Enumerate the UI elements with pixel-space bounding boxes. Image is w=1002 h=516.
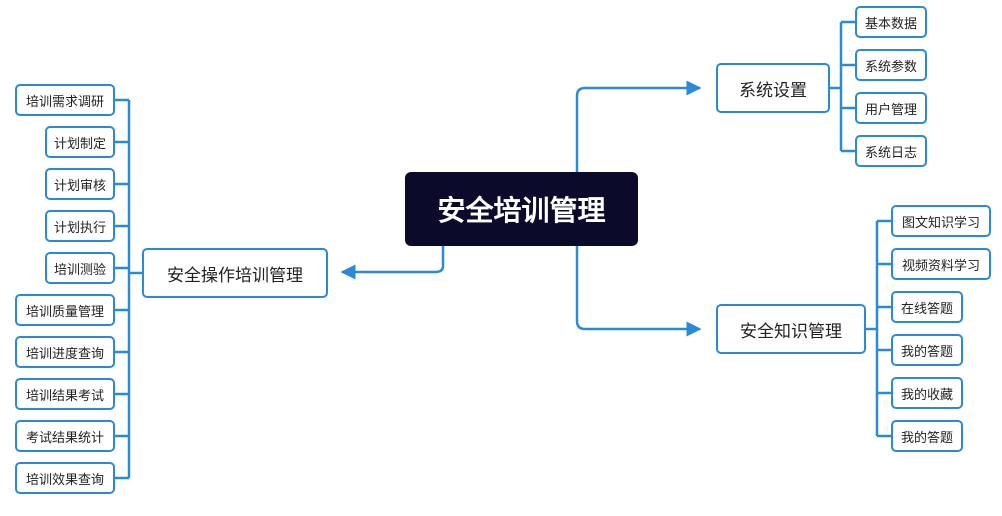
connector-root-b0 xyxy=(340,246,445,280)
branch-label: 系统设置 xyxy=(739,80,807,101)
leaf-node[interactable]: 培训效果查询 xyxy=(15,462,115,494)
leaf-node[interactable]: 我的答题 xyxy=(891,334,963,366)
leaf-node[interactable]: 培训结果考试 xyxy=(15,378,115,410)
branch-label: 安全知识管理 xyxy=(740,321,842,342)
branch-system-settings[interactable]: 系统设置 xyxy=(716,63,830,113)
leaf-node[interactable]: 系统参数 xyxy=(855,49,927,81)
leaf-label: 培训质量管理 xyxy=(25,304,104,320)
root-node[interactable]: 安全培训管理 xyxy=(405,172,638,246)
leaf-node[interactable]: 计划执行 xyxy=(45,210,115,242)
leaf-label: 系统参数 xyxy=(864,59,917,75)
leaf-label: 计划审核 xyxy=(53,178,106,194)
branch-safety-operation-training[interactable]: 安全操作培训管理 xyxy=(142,248,328,298)
leaf-label: 在线答题 xyxy=(900,301,953,317)
leaf-label: 计划执行 xyxy=(53,220,106,236)
leaf-label: 计划制定 xyxy=(53,136,106,152)
branch-label: 安全操作培训管理 xyxy=(167,265,303,286)
leaf-node[interactable]: 我的收藏 xyxy=(891,377,963,409)
leaf-label: 培训结果考试 xyxy=(25,388,104,404)
leaf-node[interactable]: 培训质量管理 xyxy=(15,294,115,326)
leaf-node[interactable]: 计划制定 xyxy=(45,126,115,158)
leaf-label: 图文知识学习 xyxy=(901,215,980,231)
leaf-node[interactable]: 计划审核 xyxy=(45,168,115,200)
root-label: 安全培训管理 xyxy=(437,194,606,227)
leaf-node[interactable]: 用户管理 xyxy=(855,92,927,124)
leaf-node[interactable]: 我的答题 xyxy=(891,420,963,452)
leaf-label: 培训需求调研 xyxy=(25,94,104,110)
leaf-node[interactable]: 培训需求调研 xyxy=(15,84,115,116)
leaf-node[interactable]: 培训进度查询 xyxy=(15,336,115,368)
leaf-label: 我的答题 xyxy=(900,344,953,360)
leaf-label: 培训效果查询 xyxy=(25,472,104,488)
leaf-label: 用户管理 xyxy=(864,102,917,118)
connector-root-b2 xyxy=(575,246,702,337)
leaf-node[interactable]: 在线答题 xyxy=(891,291,963,323)
leaf-label: 培训测验 xyxy=(53,262,106,278)
leaf-label: 基本数据 xyxy=(864,16,917,32)
leaf-label: 考试结果统计 xyxy=(25,430,104,446)
leaf-label: 系统日志 xyxy=(864,145,917,161)
leaf-label: 培训进度查询 xyxy=(25,346,104,362)
leaf-node[interactable]: 培训测验 xyxy=(45,252,115,284)
leaf-label: 我的收藏 xyxy=(900,387,953,403)
leaf-label: 视频资料学习 xyxy=(901,258,980,274)
leaf-node[interactable]: 系统日志 xyxy=(855,135,927,167)
leaf-node[interactable]: 基本数据 xyxy=(855,6,927,38)
leaf-node[interactable]: 图文知识学习 xyxy=(891,205,991,237)
leaf-label: 我的答题 xyxy=(900,430,953,446)
branch-safety-knowledge[interactable]: 安全知识管理 xyxy=(716,304,866,354)
leaf-node[interactable]: 视频资料学习 xyxy=(891,248,991,280)
connector-root-b1 xyxy=(575,80,702,172)
leaf-node[interactable]: 考试结果统计 xyxy=(15,420,115,452)
